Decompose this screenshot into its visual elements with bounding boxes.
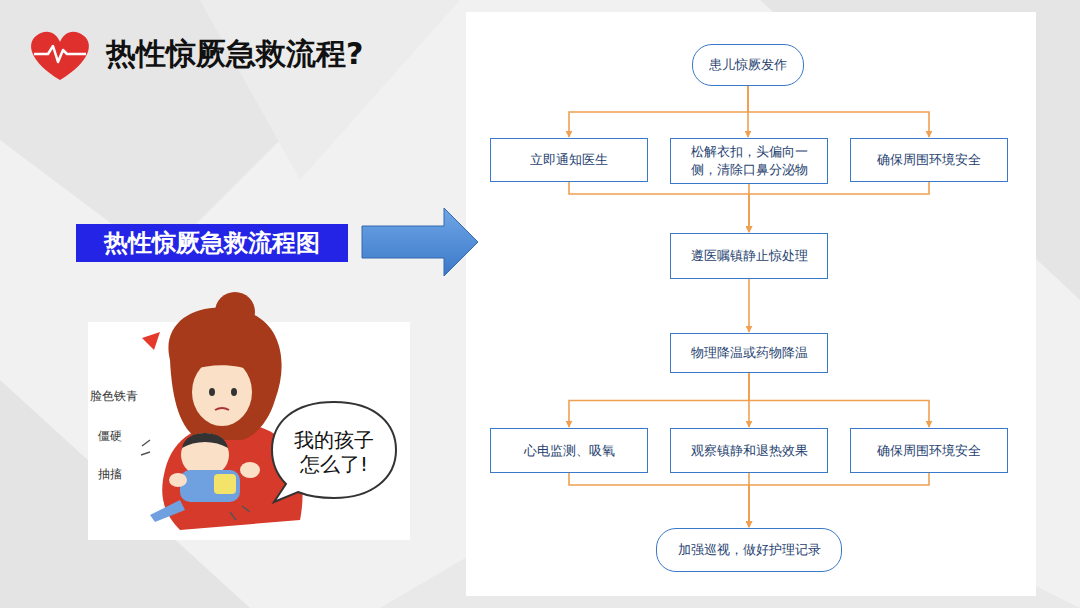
- flow-connector: [569, 182, 749, 232]
- process-box: 心电监测、吸氧: [490, 428, 648, 473]
- end-box: 加强巡视，做好护理记录: [656, 528, 842, 572]
- process-box: 松解衣扣，头偏向一侧，清除口鼻分泌物: [670, 138, 828, 184]
- process-box: 物理降温或药物降温: [670, 333, 828, 373]
- symptom-label: 抽搐: [98, 466, 122, 483]
- symptom-label: 脸色铁青: [90, 388, 138, 405]
- bg-facet: [200, 0, 460, 180]
- flow-connector: [748, 279, 750, 332]
- node-text: 立即通知医生: [530, 151, 608, 169]
- flow-connector: [569, 473, 749, 527]
- flow-connector: [569, 86, 748, 137]
- node-text: 心电监测、吸氧: [524, 442, 615, 460]
- flow-connector: [748, 86, 929, 137]
- flow-connector: [749, 473, 929, 527]
- flow-connector: [569, 373, 749, 427]
- node-text: 我的孩子怎么了!: [292, 428, 376, 476]
- node-text: 遵医嘱镇静止惊处理: [691, 247, 808, 265]
- slide-title: 热性惊厥急救流程?: [106, 34, 363, 75]
- node-text: 确保周围环境安全: [877, 442, 981, 460]
- highlight-label: 热性惊厥急救流程图: [76, 224, 348, 262]
- node-text: 确保周围环境安全: [877, 151, 981, 169]
- bg-facet: [0, 0, 420, 260]
- node-text: 患儿惊厥发作: [709, 56, 787, 74]
- node-text: 松解衣扣，头偏向一侧，清除口鼻分泌物: [679, 143, 819, 179]
- process-box: 遵医嘱镇静止惊处理: [670, 233, 828, 279]
- symptom-label: 僵硬: [98, 428, 122, 445]
- node-text: 物理降温或药物降温: [691, 344, 808, 362]
- process-box: 确保周围环境安全: [850, 428, 1008, 473]
- flow-connector: [749, 182, 929, 232]
- process-box: 确保周围环境安全: [850, 138, 1008, 182]
- illustration: [88, 292, 410, 540]
- heart-icon: [31, 32, 89, 80]
- node-text: 热性惊厥急救流程图: [104, 227, 320, 259]
- process-box: 立即通知医生: [490, 138, 648, 182]
- node-text: 观察镇静和退热效果: [691, 442, 808, 460]
- speech-bubble: 我的孩子怎么了!: [268, 398, 400, 506]
- node-text: 加强巡视，做好护理记录: [678, 541, 821, 559]
- flow-connector: [749, 373, 929, 427]
- pointer-arrow: [362, 208, 478, 276]
- process-box: 观察镇静和退热效果: [670, 428, 828, 473]
- start-box: 患儿惊厥发作: [692, 44, 804, 86]
- panel: [466, 12, 1036, 596]
